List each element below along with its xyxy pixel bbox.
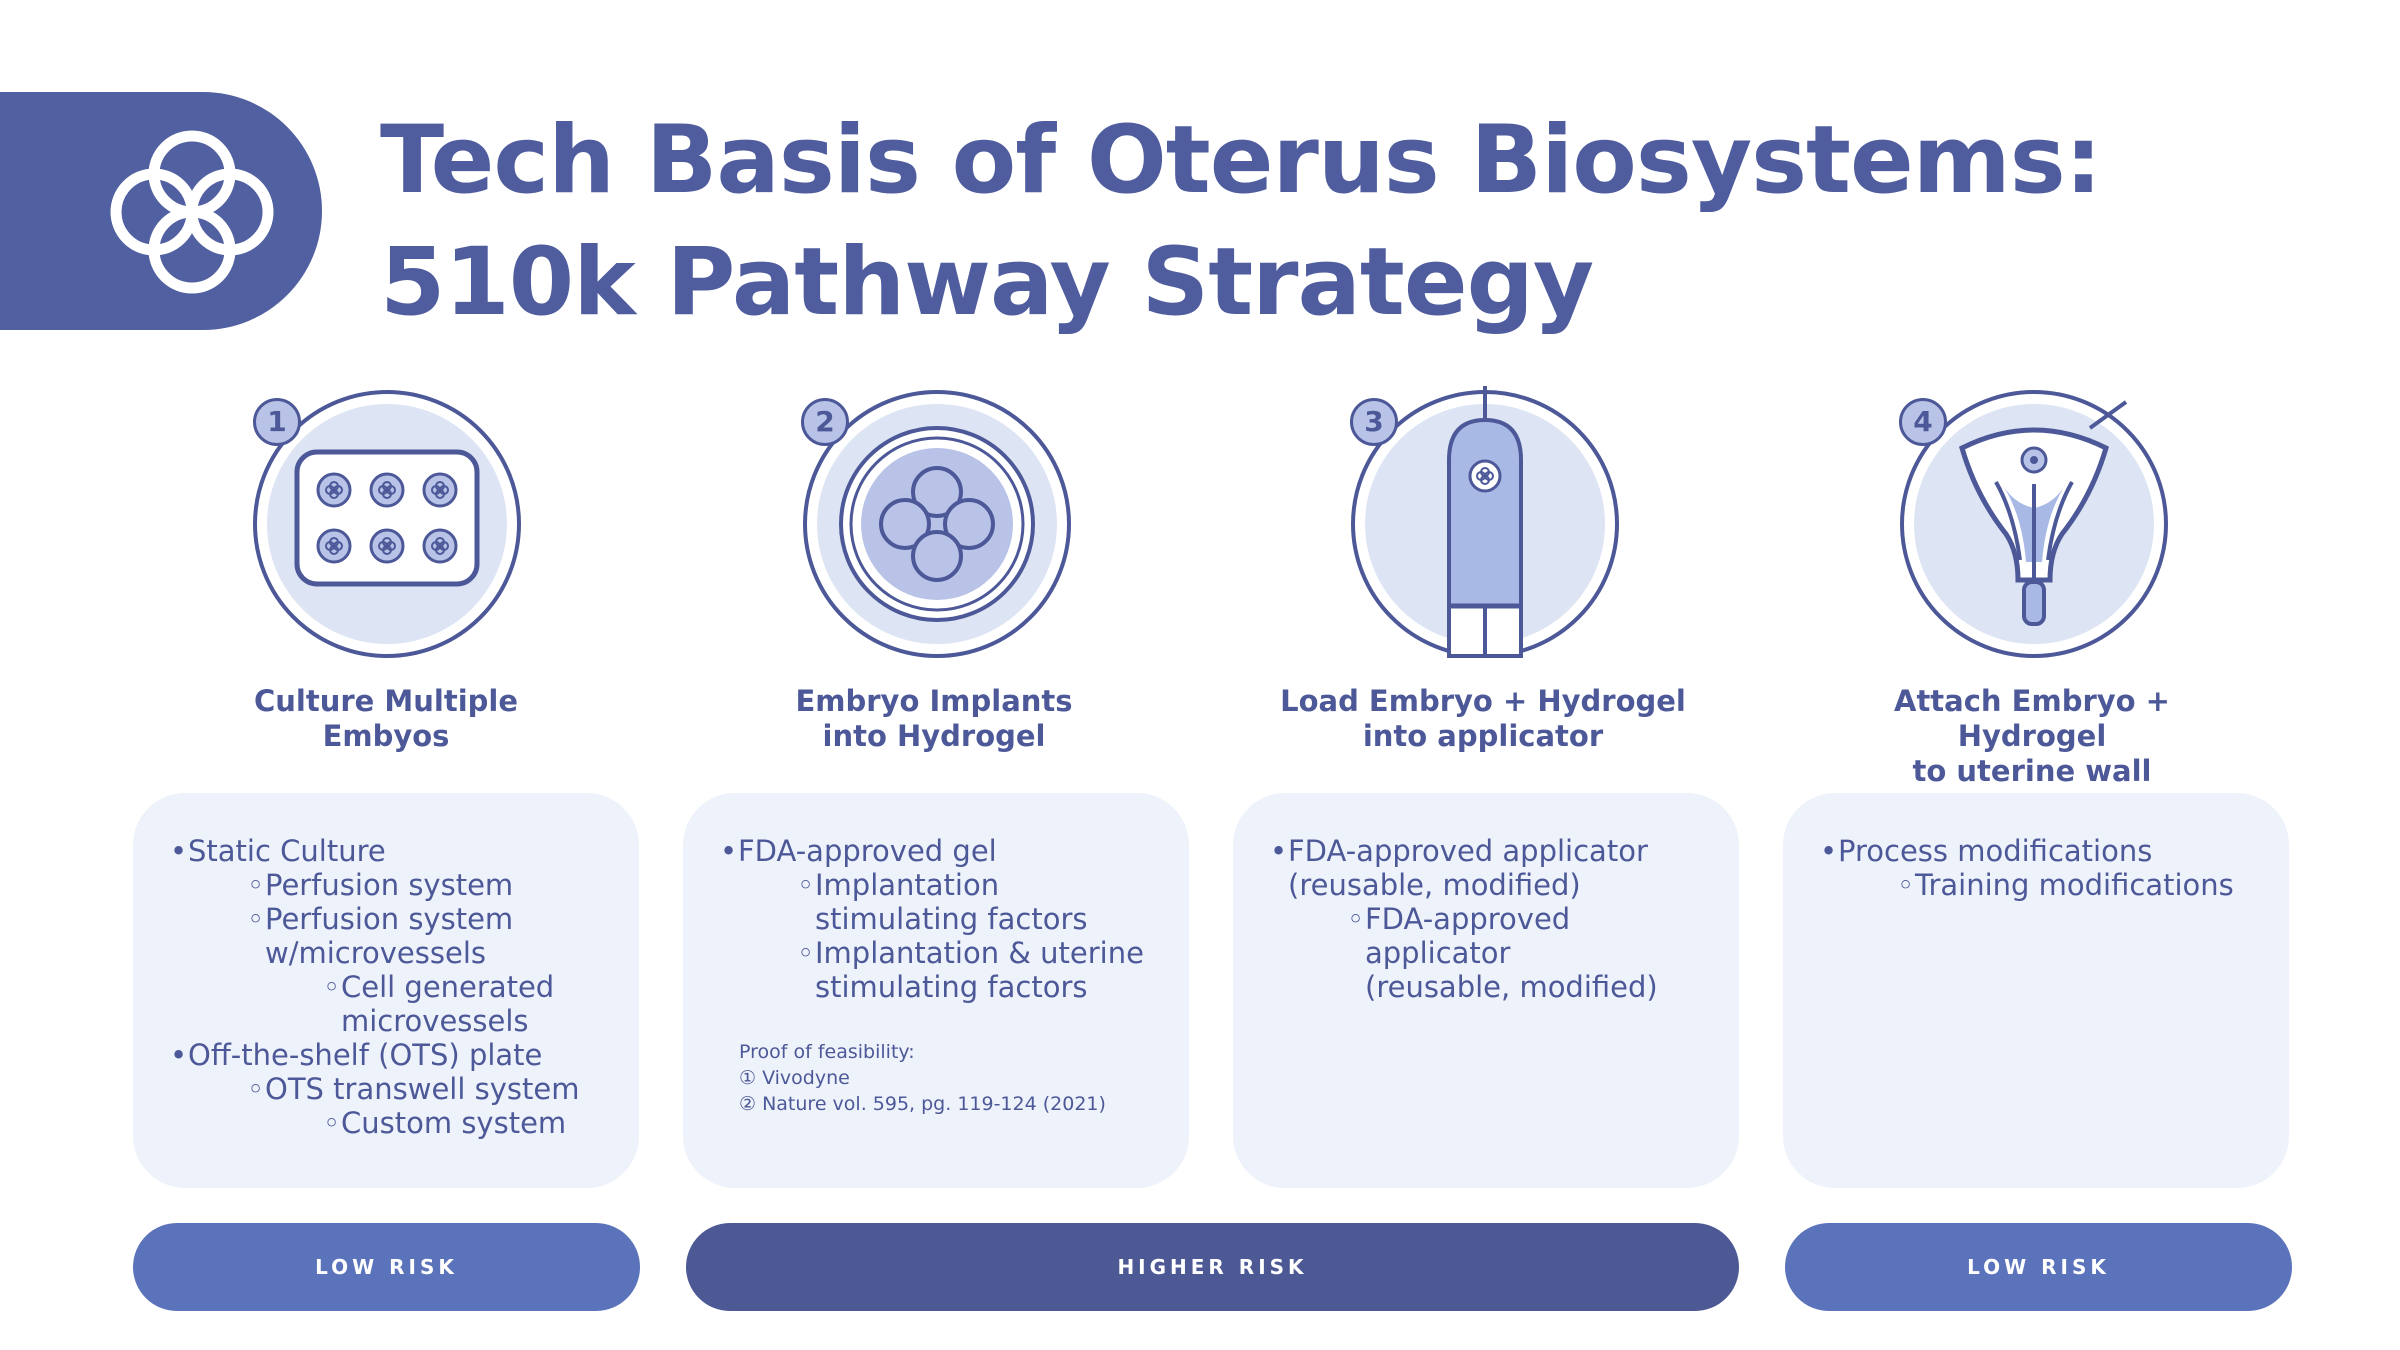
proof-item-2: ② Nature vol. 595, pg. 119-124 (2021) [739, 1093, 1106, 1115]
list-item: Static Culture [170, 834, 386, 868]
list-item: FDA-approved [1347, 902, 1570, 936]
page-title: Tech Basis of Oterus Biosystems: 510k Pa… [380, 100, 2102, 344]
step-number-4: 4 [1899, 398, 1947, 446]
list-item: Perfusion system [247, 902, 513, 936]
step-number-2: 2 [801, 398, 849, 446]
uterus-icon [1900, 390, 2168, 658]
list-item: w/microvessels [265, 936, 486, 970]
list-item: stimulating factors [815, 970, 1088, 1004]
culture-plate-icon [253, 390, 521, 658]
list-item: microvessels [341, 1004, 529, 1038]
card-attach: Process modifications Training modificat… [1783, 793, 2289, 1188]
card-culture: Static Culture Perfusion system Perfusio… [133, 793, 639, 1188]
title-line-1: Tech Basis of Oterus Biosystems: [380, 106, 2102, 215]
card-applicator: FDA-approved applicator (reusable, modif… [1233, 793, 1739, 1188]
clover-logo-icon [110, 130, 274, 294]
risk-bar-low-left: LOW RISK [133, 1223, 640, 1311]
logo-tab [0, 92, 322, 330]
step-number-3: 3 [1350, 398, 1398, 446]
list-item: Implantation [797, 868, 999, 902]
list-item: OTS transwell system [247, 1072, 579, 1106]
list-item: stimulating factors [815, 902, 1088, 936]
list-item: Custom system [323, 1106, 566, 1140]
risk-bar-higher: HIGHER RISK [686, 1223, 1739, 1311]
hydrogel-dish-icon [803, 390, 1071, 658]
title-line-2: 510k Pathway Strategy [380, 228, 1594, 337]
proof-of-feasibility: Proof of feasibility: ① Vivodyne ② Natur… [739, 1039, 1106, 1117]
list-item: Process modifications [1820, 834, 2152, 868]
card-hydrogel: FDA-approved gel Implantation stimulatin… [683, 793, 1189, 1188]
list-item: Training modifications [1897, 868, 2234, 902]
proof-heading: Proof of feasibility: [739, 1041, 915, 1063]
list-item: Cell generated [323, 970, 554, 1004]
step-number-1: 1 [253, 398, 301, 446]
applicator-icon [1351, 386, 1619, 658]
proof-item-1: ① Vivodyne [739, 1067, 850, 1089]
list-item: (reusable, modified) [1365, 970, 1658, 1004]
risk-bar-low-right: LOW RISK [1785, 1223, 2292, 1311]
list-item: Off-the-shelf (OTS) plate [170, 1038, 542, 1072]
list-item: FDA-approved applicator [1270, 834, 1648, 868]
list-item: FDA-approved gel [720, 834, 997, 868]
list-item: applicator [1365, 936, 1511, 970]
list-item: (reusable, modified) [1288, 868, 1581, 902]
list-item: Perfusion system [247, 868, 513, 902]
list-item: Implantation & uterine [797, 936, 1144, 970]
